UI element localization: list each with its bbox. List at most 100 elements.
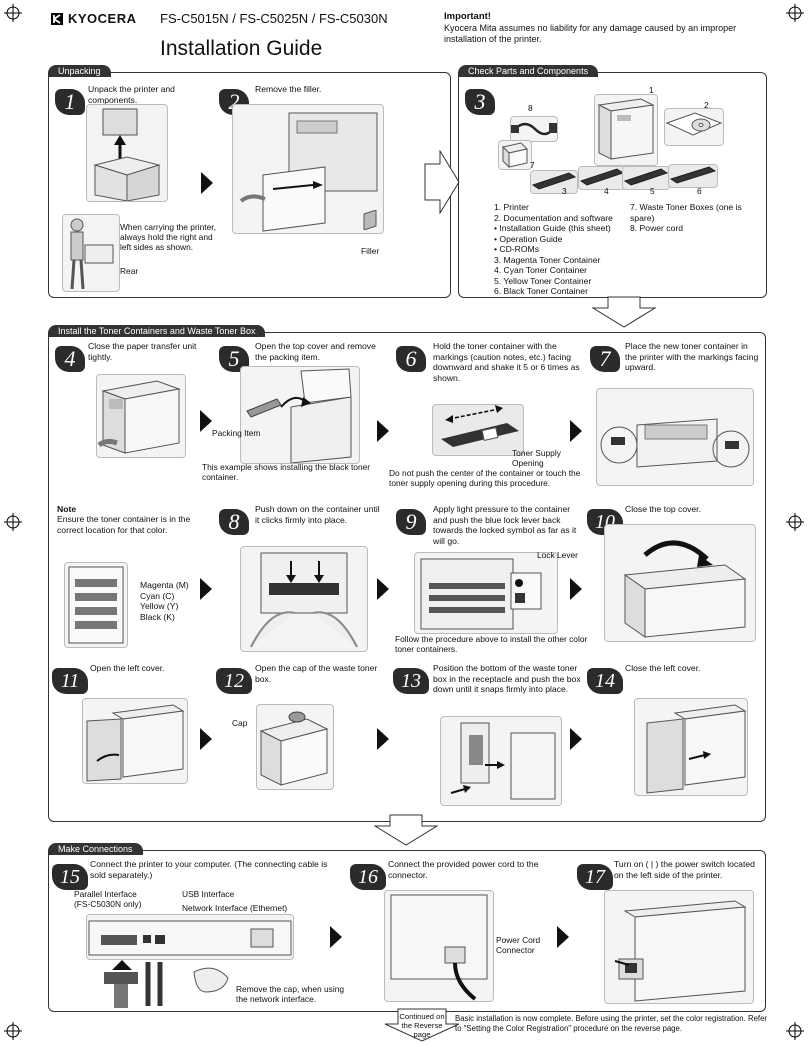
note-title: Note <box>57 504 77 514</box>
step-arrow-icon <box>557 926 569 948</box>
waste-box-cap-illustration <box>256 704 334 790</box>
packing-item-label: Packing Item <box>212 428 261 438</box>
step-number-15: 15 <box>52 864 88 890</box>
important-text: Kyocera Mita assumes no liability for an… <box>444 23 737 44</box>
toner-color-item: Magenta (M) <box>140 580 189 590</box>
power-switch-icon <box>614 900 747 1002</box>
part-label-2: 2 <box>704 100 709 110</box>
step-arrow-icon <box>330 926 342 948</box>
kyocera-logo-icon <box>51 12 63 25</box>
follow-procedure-note: Follow the procedure above to install th… <box>395 634 588 654</box>
power-cord-icon <box>511 122 557 136</box>
network-interface-label: Network Interface (Ethernet) <box>182 903 288 913</box>
parts-list-item: 7. Waste Toner Boxes (one is spare) <box>630 202 742 223</box>
important-title: Important! <box>444 11 491 22</box>
printer-back-interfaces-illustration <box>86 914 294 960</box>
rear-label: Rear <box>120 266 139 276</box>
step-number-17: 17 <box>577 864 613 890</box>
step-1-text: Unpack the printer and components. <box>88 84 175 105</box>
lock-lever-icon <box>420 558 542 630</box>
power-switch-illustration <box>604 890 754 1004</box>
power-cord-label: Power Cord Connector <box>496 935 541 955</box>
toner-cartridge-icon <box>531 172 577 190</box>
cyan-toner-illustration <box>578 166 626 190</box>
documentation-illustration <box>664 108 724 146</box>
parts-list-item: 3. Magenta Toner Container <box>494 254 601 265</box>
parts-list-item: 1. Printer <box>494 202 529 212</box>
waste-box-insert-icon <box>450 722 556 800</box>
usb-interface-label: USB Interface <box>182 889 235 899</box>
step-arrow-icon <box>570 420 582 442</box>
step-number-9: 9 <box>396 509 426 535</box>
part-label-5: 5 <box>650 186 655 196</box>
step-11-text: Open the left cover. <box>90 663 165 673</box>
printer-icon <box>97 380 181 454</box>
part-label-4: 4 <box>604 186 609 196</box>
registration-mark-icon <box>786 513 804 531</box>
step-arrow-icon <box>377 420 389 442</box>
continued-arrow-icon <box>384 1008 460 1042</box>
toner-color-item: Yellow (Y) <box>140 601 179 611</box>
step-15-text: Connect the printer to your computer. (T… <box>90 859 328 880</box>
hand-remove-cap-icon <box>193 967 229 993</box>
step-number-16: 16 <box>350 864 386 890</box>
step-number-11: 11 <box>52 668 88 694</box>
shake-toner-illustration <box>432 404 524 456</box>
parts-list-item: • CD-ROMs <box>494 244 540 254</box>
registration-mark-icon <box>786 1022 804 1040</box>
part-label-7: 7 <box>530 160 535 170</box>
step-8-text: Push down on the container until it clic… <box>255 504 380 525</box>
step-7-text: Place the new toner container in the pri… <box>625 341 759 372</box>
flow-arrow-icon <box>424 150 460 214</box>
toner-cartridge-icon <box>669 166 717 184</box>
flow-arrow-icon <box>374 814 438 846</box>
part-label-3: 3 <box>562 186 567 196</box>
cap-label: Cap <box>232 718 248 728</box>
part-label-6: 6 <box>697 186 702 196</box>
step-number-13: 13 <box>393 668 429 694</box>
connections-tab: Make Connections <box>48 843 143 855</box>
step-arrow-icon <box>377 728 389 750</box>
box-icon <box>93 108 161 202</box>
step-17-text: Turn on ( | ) the power switch located o… <box>614 859 755 880</box>
step-arrow-icon <box>201 172 213 194</box>
open-left-cover-illustration <box>82 698 188 784</box>
cable-plug-icon <box>104 960 163 1008</box>
remove-cap-note: Remove the cap, when using the network i… <box>236 984 345 1004</box>
lock-lever-illustration <box>414 552 558 634</box>
installation-complete-note: Basic installation is now complete. Befo… <box>455 1014 768 1033</box>
interface-ports-icon <box>88 920 292 956</box>
step-number-6: 6 <box>396 346 426 372</box>
parts-list-item: 4. Cyan Toner Container <box>494 265 587 275</box>
toner-supply-label: Toner Supply Opening <box>512 448 561 468</box>
step-number-3: 3 <box>465 89 495 115</box>
step-12-text: Open the cap of the waste toner box. <box>255 663 378 684</box>
waste-toner-box-icon <box>259 711 329 786</box>
step-arrow-icon <box>200 578 212 600</box>
step-arrow-icon <box>570 728 582 750</box>
step-5-text: Open the top cover and remove the packin… <box>255 341 376 362</box>
hands-push-icon <box>250 552 358 648</box>
step-9-text: Apply light pressure to the container an… <box>433 504 577 546</box>
person-carrying-icon <box>70 218 114 290</box>
printer-open-icon <box>239 112 378 232</box>
close-left-cover-illustration <box>634 698 748 796</box>
example-black-note: This example shows installing the black … <box>202 462 371 482</box>
close-top-cover-illustration <box>604 524 756 642</box>
part-label-8: 8 <box>528 103 533 113</box>
magenta-toner-illustration <box>530 170 578 194</box>
printer-close-icon <box>623 540 747 638</box>
parts-list-right: 7. Waste Toner Boxes (one is spare) 8. P… <box>630 202 758 234</box>
place-toner-illustration <box>596 388 754 486</box>
flow-arrow-icon <box>592 296 656 328</box>
printer-open-top-icon <box>246 368 352 464</box>
step-number-7: 7 <box>590 346 620 372</box>
step-14-text: Close the left cover. <box>625 663 701 673</box>
parts-list-item: • Operation Guide <box>494 233 563 244</box>
push-toner-illustration <box>240 546 368 652</box>
parts-list-left: 1. Printer 2. Documentation and software… <box>494 202 634 297</box>
step-16-text: Connect the provided power cord to the c… <box>388 859 539 880</box>
toner-slots-icon <box>68 566 124 644</box>
registration-mark-icon <box>4 1022 22 1040</box>
registration-mark-icon <box>4 4 22 22</box>
